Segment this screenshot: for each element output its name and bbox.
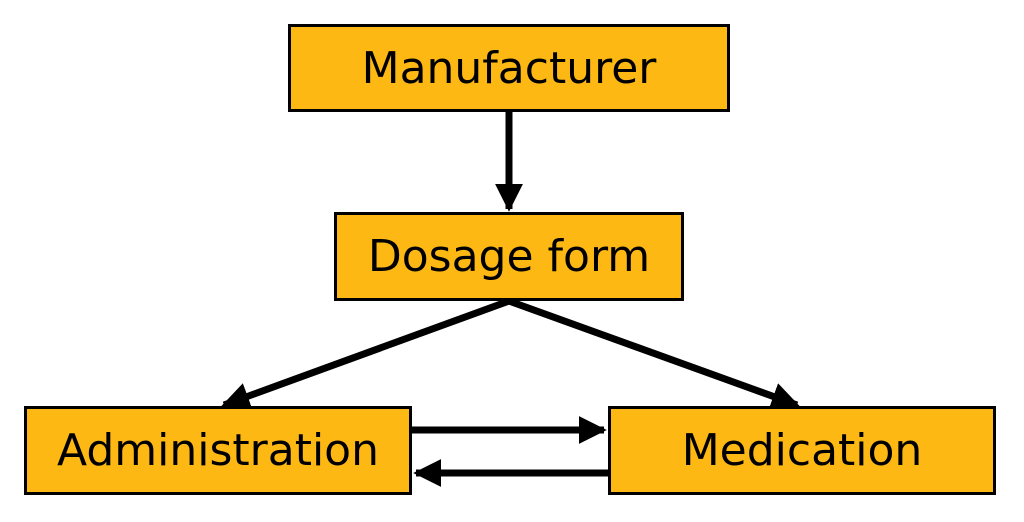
- node-dosage-form: Dosage form: [334, 212, 684, 301]
- arrow-dosage-form-to-medication: [507, 297, 800, 410]
- node-administration-label: Administration: [57, 425, 379, 476]
- node-medication-label: Medication: [681, 425, 923, 476]
- node-manufacturer-label: Manufacturer: [361, 42, 657, 94]
- arrow-dosage-form-to-administration: [221, 297, 511, 410]
- node-administration: Administration: [24, 406, 412, 495]
- node-medication: Medication: [608, 406, 996, 495]
- node-manufacturer: Manufacturer: [288, 24, 730, 112]
- node-dosage-form-label: Dosage form: [367, 231, 651, 282]
